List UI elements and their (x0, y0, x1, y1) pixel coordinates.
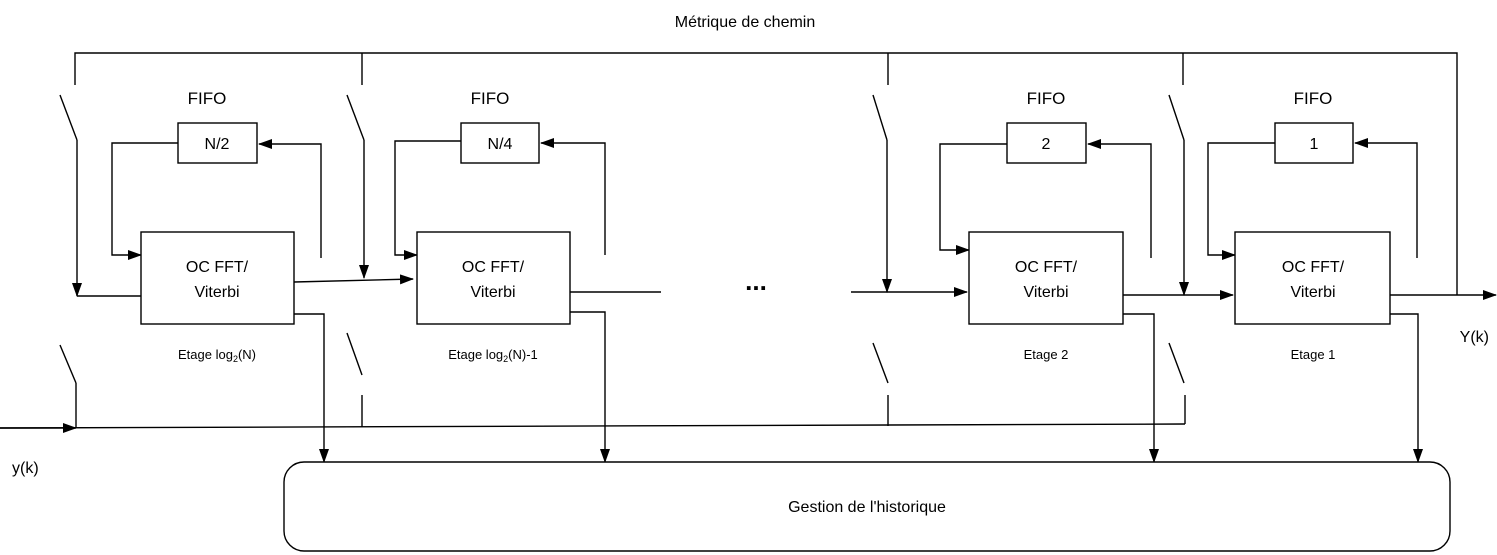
history-out (294, 313, 329, 463)
stage-log2n-minus-1: FIFO N/4 OC FFT/ Viterbi Etage log2(N)-1 (293, 89, 661, 463)
block-line2: Viterbi (1290, 284, 1335, 301)
block-line1: OC FFT/ (186, 259, 249, 276)
history-management-label: Gestion de l'historique (788, 499, 946, 516)
stage-2: FIFO 2 OC FFT/ Viterbi Etage 2 (851, 89, 1159, 463)
lower-switch (346, 332, 363, 376)
stage-label: Etage 1 (1291, 347, 1336, 362)
lower-switch (1168, 342, 1185, 384)
oc-fft-viterbi-block (968, 231, 1124, 325)
path-metric-bus (74, 52, 1458, 295)
oc-fft-viterbi-block (1234, 231, 1391, 325)
feedback-out (394, 140, 461, 260)
stage-label: Etage log2(N) (178, 347, 256, 364)
fifo-depth: 2 (1042, 136, 1051, 153)
upper-switch (346, 94, 365, 141)
fifo-depth: N/4 (488, 136, 513, 153)
upper-switch (59, 94, 78, 141)
history-out (570, 311, 610, 463)
fifo-title: FIFO (1294, 89, 1333, 108)
block-line1: OC FFT/ (462, 259, 525, 276)
output-label: Y(k) (1460, 329, 1489, 346)
block-line1: OC FFT/ (1015, 259, 1078, 276)
upper-switch (1168, 94, 1185, 141)
stage-log2n: FIFO N/2 OC FFT/ Viterbi Etage log2(N) (59, 89, 329, 463)
feedback-in (540, 138, 606, 255)
stage-label: Etage log2(N)-1 (448, 347, 538, 364)
feedback-in (1087, 139, 1152, 258)
stage-1: FIFO 1 OC FFT/ Viterbi Etage 1 (1123, 89, 1497, 463)
upper-switch (872, 94, 888, 141)
fifo-box (460, 122, 540, 164)
lower-switch (59, 344, 77, 384)
oc-fft-viterbi-block (140, 231, 295, 325)
fifo-depth: N/2 (205, 136, 230, 153)
fifo-box (177, 122, 258, 164)
input-label: y(k) (12, 460, 39, 477)
feedback-out (1207, 142, 1275, 260)
lower-switch (872, 342, 889, 384)
path-metric-label: Métrique de chemin (675, 14, 816, 31)
feedback-in (1354, 138, 1418, 258)
fifo-title: FIFO (1027, 89, 1066, 108)
block-line2: Viterbi (1023, 284, 1068, 301)
block-line1: OC FFT/ (1282, 259, 1345, 276)
history-out (1390, 313, 1423, 463)
fifo-depth: 1 (1310, 136, 1319, 153)
history-out (1123, 313, 1159, 463)
fifo-box (1006, 122, 1087, 164)
stage-label: Etage 2 (1024, 347, 1069, 362)
fifo-title: FIFO (471, 89, 510, 108)
block-line2: Viterbi (194, 284, 239, 301)
feedback-in (258, 139, 322, 258)
fifo-title: FIFO (188, 89, 227, 108)
feedback-out (939, 143, 1007, 255)
oc-fft-viterbi-block (416, 231, 571, 325)
stage-link-in (293, 274, 414, 285)
fifo-box (1274, 122, 1354, 164)
input-bus (0, 423, 1186, 429)
feedback-out (111, 142, 178, 260)
stage-ellipsis: ... (745, 266, 767, 296)
history-management-block (283, 461, 1451, 552)
block-line2: Viterbi (470, 284, 515, 301)
